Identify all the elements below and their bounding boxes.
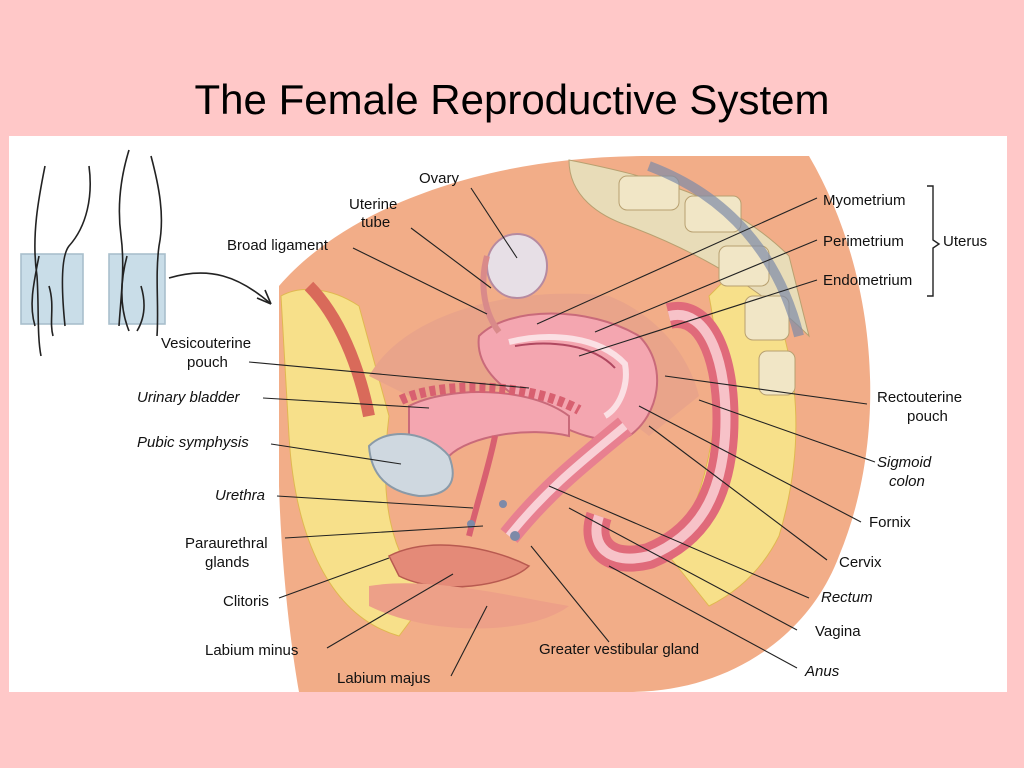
label-endometrium: Endometrium <box>823 272 913 289</box>
label-uterine-tube-line1: Uterine <box>349 196 398 213</box>
uterus-bracket <box>927 185 941 297</box>
label-vesicouterine-line1: Vesicouterine <box>161 335 252 352</box>
label-urinary-bladder: Urinary bladder <box>137 389 240 406</box>
label-cervix: Cervix <box>839 554 882 571</box>
label-vesicouterine-line2: pouch <box>187 354 228 371</box>
orientation-figure <box>20 149 166 357</box>
slide-title: The Female Reproductive System <box>194 76 830 123</box>
label-uterine-tube-line2: tube <box>361 214 391 231</box>
label-fornix: Fornix <box>869 514 911 531</box>
label-rectouterine-line1: Rectouterine <box>877 389 963 406</box>
label-labium-minus: Labium minus <box>205 642 299 659</box>
leader-lines <box>248 187 876 677</box>
label-uterus: Uterus <box>943 233 988 250</box>
pelvic-section <box>279 156 871 692</box>
label-greater-vestibular-gland: Greater vestibular gland <box>539 641 700 658</box>
label-paraurethral-line1: Paraurethral <box>185 535 268 552</box>
label-labium-majus: Labium majus <box>337 670 431 687</box>
label-pubic-symphysis: Pubic symphysis <box>137 434 249 451</box>
anatomy-illustration <box>20 149 941 692</box>
label-vagina: Vagina <box>815 623 861 640</box>
anatomy-figure: Ovary Uterine tube Broad ligament Vesico… <box>9 136 1007 692</box>
label-urethra: Urethra <box>215 487 266 504</box>
label-ovary: Ovary <box>419 170 460 187</box>
label-sigmoid-line1: Sigmoid <box>877 454 932 471</box>
label-paraurethral-line2: glands <box>205 554 250 571</box>
label-sigmoid-line2: colon <box>889 473 925 490</box>
label-broad-ligament: Broad ligament <box>227 237 328 254</box>
label-clitoris: Clitoris <box>223 593 269 610</box>
label-rectum: Rectum <box>821 589 873 606</box>
label-rectouterine-line2: pouch <box>907 408 948 425</box>
label-perimetrium: Perimetrium <box>823 233 904 250</box>
arrow-icon <box>168 272 272 305</box>
label-myometrium: Myometrium <box>823 192 906 209</box>
label-anus: Anus <box>805 663 840 680</box>
